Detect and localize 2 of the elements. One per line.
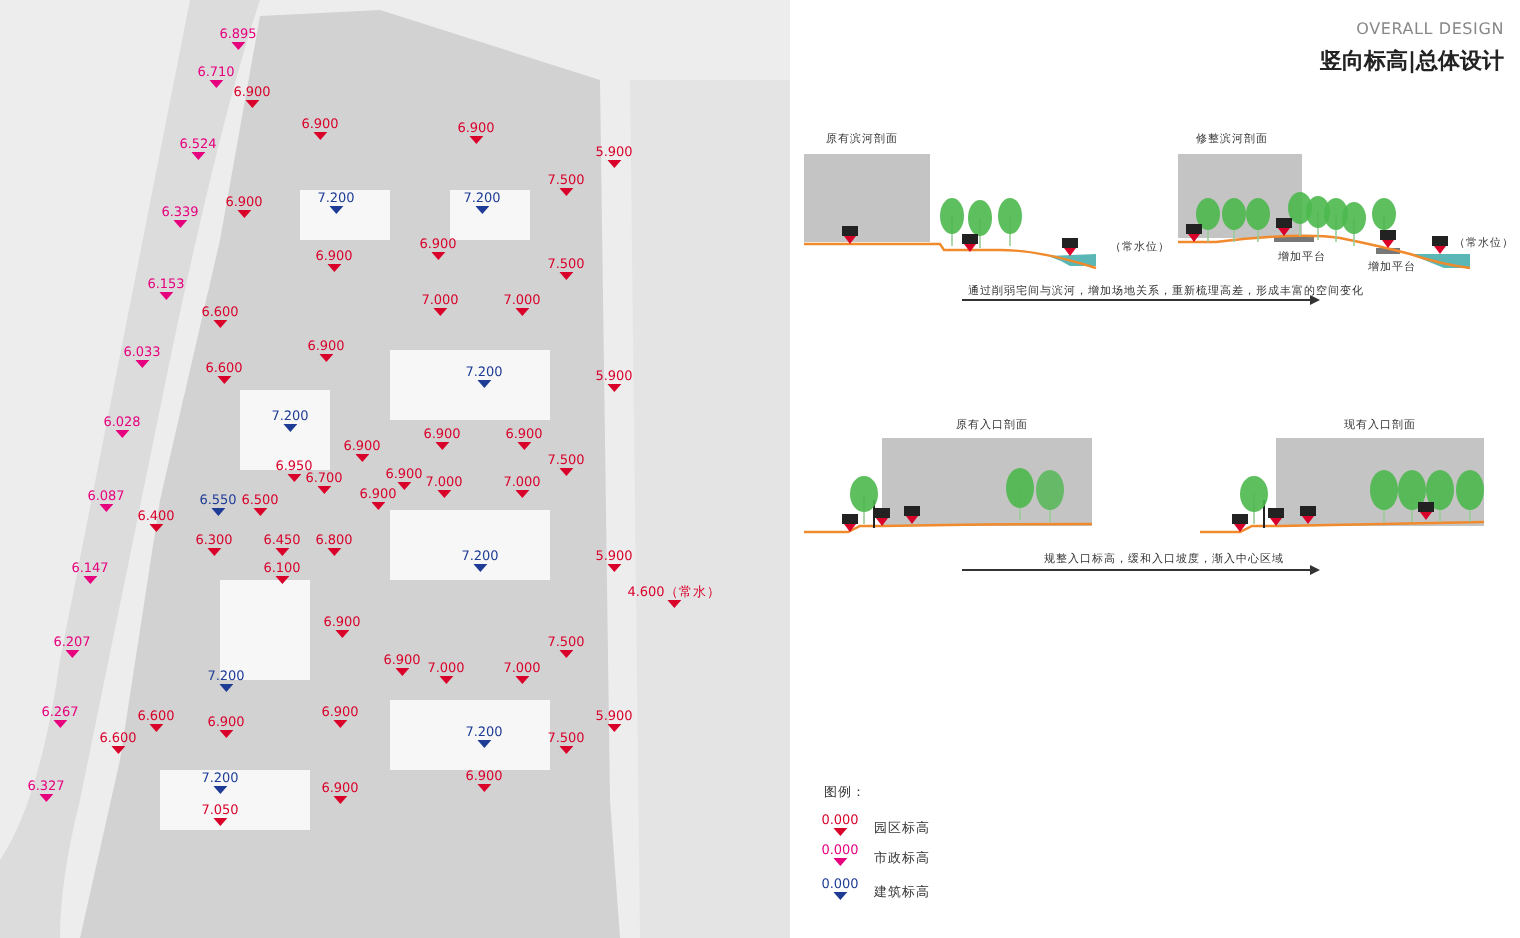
page-title: 竖向标高|总体设计 bbox=[1319, 46, 1504, 76]
subtitle: OVERALL DESIGN bbox=[1356, 20, 1504, 38]
